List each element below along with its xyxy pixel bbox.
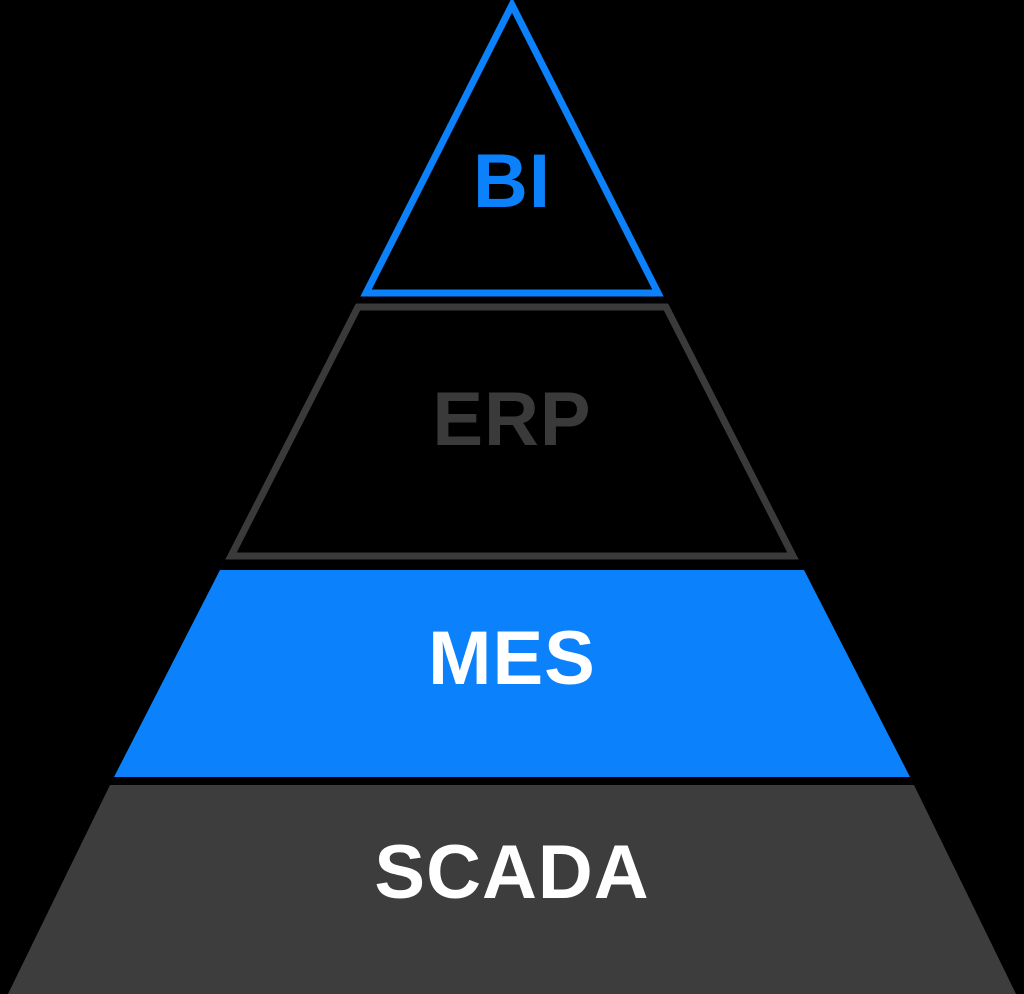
pyramid-level-erp-label: ERP [432, 377, 591, 462]
pyramid-level-scada-shape [8, 785, 1016, 994]
pyramid-level-mes-shape [114, 570, 910, 777]
pyramid-level-mes-label: MES [428, 616, 596, 701]
pyramid-level-bi-label: BI [473, 139, 551, 224]
pyramid-level-scada-label: SCADA [374, 830, 649, 915]
pyramid-level-bi-shape [360, 0, 664, 297]
pyramid-level-erp-shape [225, 303, 799, 560]
